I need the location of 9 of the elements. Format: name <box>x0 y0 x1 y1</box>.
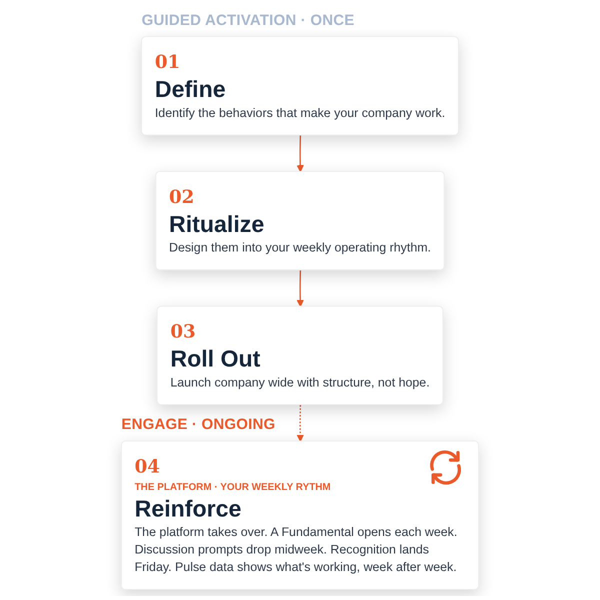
node-text: 01 Define Identify the behaviors that make your company work. <box>154 52 446 120</box>
node-text: 04 THE PLATFORM · YOUR WEEKLY RYTHM Reinforce The platform takes over. A Fundamental opens each week. Discussion prompts drop midweek. Recognition lands Friday. Pulse data shows what's working, week after week. <box>134 456 458 574</box>
arrow <box>296 270 304 307</box>
arrow <box>296 135 304 172</box>
arrow <box>296 405 304 442</box>
section-label: ENGAGE · ONGOING <box>121 416 276 434</box>
section-label: GUIDED ACTIVATION · ONCE <box>142 12 354 30</box>
node-text: 02 Ritualize Design them into your weekly operating rhythm. <box>168 186 432 255</box>
node-text: 03 Roll Out Launch company wide with structure, not hope. <box>170 321 430 390</box>
